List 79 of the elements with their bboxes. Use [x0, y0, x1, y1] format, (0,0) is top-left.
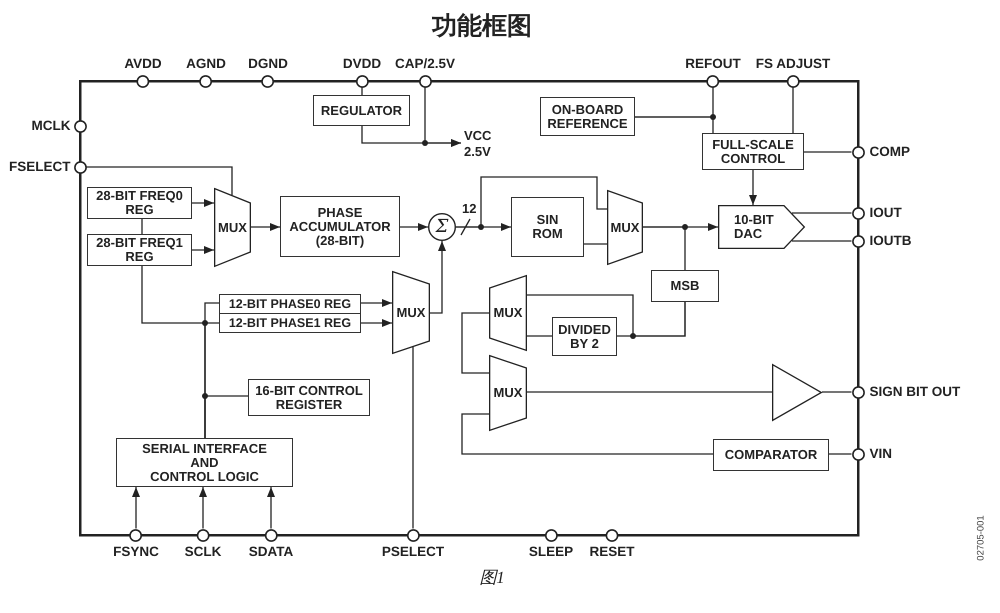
figure-number: 02705-001	[976, 515, 986, 561]
connector-line	[792, 240, 852, 242]
process-box: ON-BOARD REFERENCE	[540, 97, 635, 136]
arrow	[132, 487, 140, 528]
pin-label: SDATA	[248, 544, 294, 560]
pin-label: COMP	[870, 144, 910, 160]
buffer-triangle	[772, 364, 822, 421]
mux-trapezoid: MUX	[489, 355, 527, 431]
mux-trapezoid: MUX	[392, 271, 430, 354]
title: 功能框图	[432, 11, 532, 41]
pin-label: REFOUT	[685, 56, 741, 72]
arrow	[424, 88, 461, 147]
arrow	[199, 487, 207, 528]
pin-label: DVDD	[342, 56, 382, 72]
connector-line	[584, 243, 607, 245]
connector-line	[822, 391, 852, 393]
dac-pentagon: 10-BIT DAC	[718, 205, 805, 249]
arrow	[267, 487, 275, 528]
connector-line	[456, 176, 607, 228]
process-box: PHASE ACCUMULATOR (28-BIT)	[280, 196, 400, 257]
arrow	[192, 199, 214, 207]
connector-line	[829, 453, 852, 455]
pin-label: SCLK	[184, 544, 222, 560]
edge-label: 12	[461, 202, 478, 216]
summing-circle: Σ	[428, 213, 456, 241]
connector-line	[141, 219, 143, 234]
arrow	[192, 246, 214, 254]
arrow	[361, 299, 392, 307]
pin-label: MCLK	[32, 118, 70, 134]
connector-line	[643, 226, 686, 270]
arrow	[430, 241, 446, 314]
connector-line	[86, 166, 233, 195]
connector-line	[461, 312, 489, 374]
connector-line	[635, 116, 714, 133]
pin-label: FS ADJUST	[756, 56, 830, 72]
pin-label: IOUT	[870, 205, 902, 221]
register-box: 12-BIT PHASE0 REG	[219, 294, 361, 314]
process-box: SERIAL INTERFACE AND CONTROL LOGIC	[116, 438, 293, 487]
connector-line	[204, 395, 248, 438]
arrow	[361, 319, 392, 327]
pin-label: IOUTB	[870, 233, 912, 249]
process-box: COMPARATOR	[713, 439, 829, 471]
process-box: SIN ROM	[511, 197, 584, 257]
chip-outline	[78, 80, 860, 536]
pin-label: PSELECT	[382, 544, 444, 560]
process-box: FULL-SCALE CONTROL	[702, 133, 804, 170]
register-box: 28-BIT FREQ0 REG	[87, 187, 192, 219]
mux-trapezoid: MUX	[607, 190, 643, 265]
pin-label: VIN	[870, 446, 892, 462]
connector-line	[527, 335, 552, 337]
pin-label: FSYNC	[113, 544, 159, 560]
connector-line	[804, 151, 852, 153]
pin-label: RESET	[590, 544, 634, 560]
process-box: REGULATOR	[313, 95, 410, 126]
connector-line	[461, 413, 713, 455]
pin-label: AVDD	[124, 56, 162, 72]
pin-label: SIGN BIT OUT	[870, 384, 960, 400]
process-box: MSB	[651, 270, 719, 302]
connector-line	[792, 212, 852, 214]
connector-line	[527, 294, 686, 337]
pin-label: SLEEP	[528, 544, 574, 560]
mux-trapezoid: MUX	[489, 275, 527, 351]
arrow	[400, 223, 428, 231]
caption: 图1	[479, 568, 505, 588]
arrow	[251, 223, 280, 231]
pin-label: AGND	[186, 56, 226, 72]
pin-label: CAP/2.5V	[394, 56, 456, 72]
register-box: 28-BIT FREQ1 REG	[87, 234, 192, 266]
connector-line	[527, 391, 772, 393]
process-box: DIVIDED BY 2	[552, 317, 617, 356]
supply-label: VCC 2.5V	[461, 128, 501, 160]
pin-label: DGND	[248, 56, 288, 72]
pin-label: FSELECT	[8, 159, 70, 175]
connector-line	[792, 88, 794, 133]
register-box: 12-BIT PHASE1 REG	[219, 313, 361, 333]
arrow	[749, 170, 757, 205]
register-box: 16-BIT CONTROL REGISTER	[248, 379, 370, 416]
mux-trapezoid: MUX	[214, 188, 251, 267]
connector-line	[412, 347, 414, 528]
